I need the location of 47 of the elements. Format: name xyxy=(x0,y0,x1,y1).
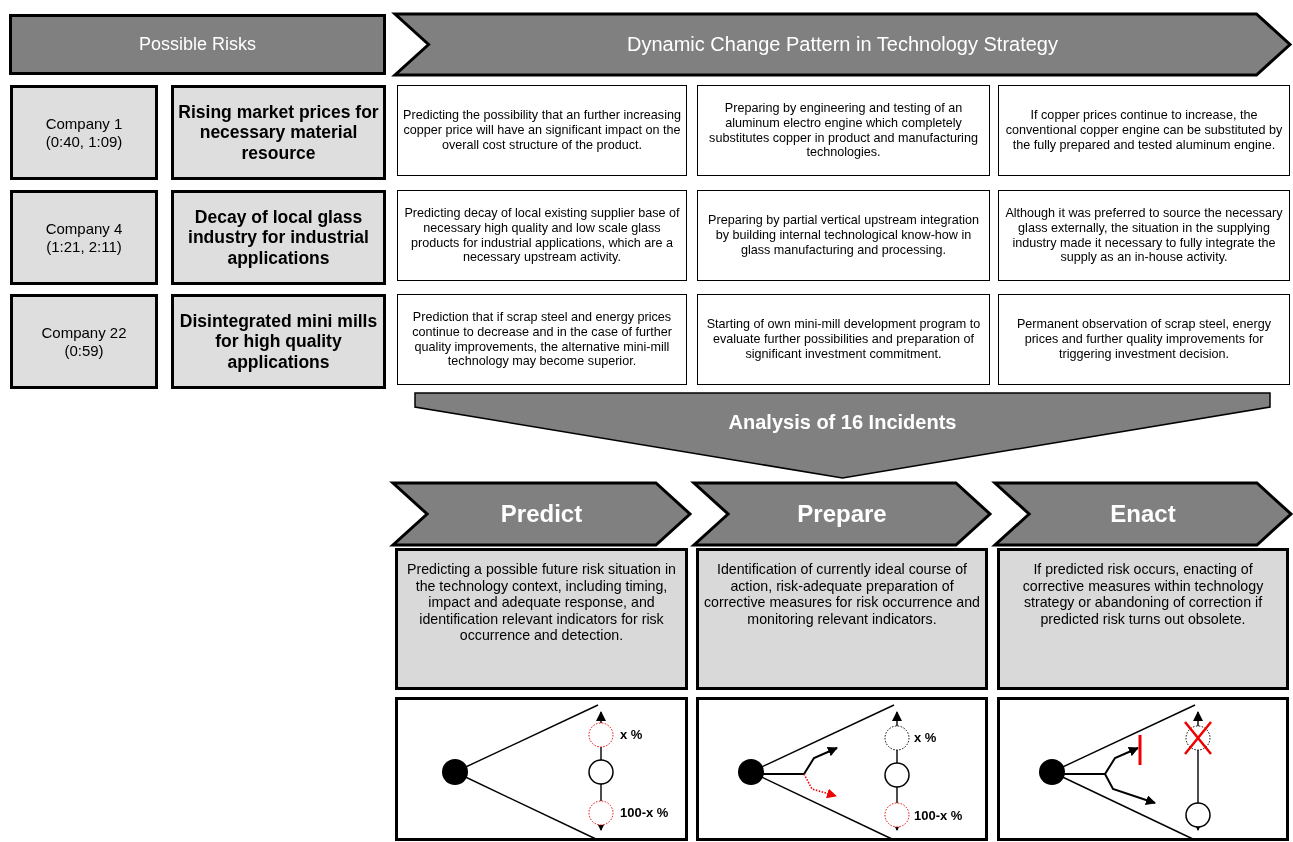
text-cell xyxy=(397,190,687,281)
header-text: Possible Risks xyxy=(138,33,256,55)
cell-text: Preparing by engineering and testing of an aluminum electro engine which completely substitutes copper in product and manufacturing technologies. xyxy=(708,101,979,160)
text-cell xyxy=(697,85,990,176)
text-cell xyxy=(998,190,1290,281)
cell-text: If copper prices continue to increase, the conventional copper engine can be substituted by the fully prepared and tested aluminum engine. xyxy=(1004,108,1284,153)
cell-text: Predicting the possibility that an further increasing copper price will have an significant impact on the overall cost structure of the product. xyxy=(402,108,682,153)
text-cell xyxy=(697,190,990,281)
cell-text: Predicting decay of local existing supplier base of necessary high quality and low scale glass products for industrial applications, which are a necessary upstream activity. xyxy=(403,206,681,265)
cell-text: Starting of own mini-mill development program to evaluate further possibilities and preparation of significant investment commitment. xyxy=(705,317,982,362)
funnel-label: Analysis of 16 Incidents xyxy=(728,411,957,435)
company-label: Company 4 (1:21, 2:11) xyxy=(44,219,124,256)
probability-label: 100-x % xyxy=(620,805,669,820)
probability-label: x % xyxy=(914,730,937,745)
phase-description-box xyxy=(997,548,1289,690)
phase-description: Identification of currently ideal course of action, risk-adequate preparation of corrective measures for risk occurrence and monitoring relevant indicators. xyxy=(703,561,981,628)
cell-text: Prediction that if scrap steel and energy prices continue to decrease and in the case of further quality improvements, the alternative mini-mill technology may become superior. xyxy=(411,310,673,369)
probability-label: x % xyxy=(620,727,643,742)
company-box xyxy=(10,85,158,180)
probability-label: 100-x % xyxy=(914,808,963,823)
risk-box xyxy=(171,85,386,180)
phase-description-box xyxy=(696,548,988,690)
cell-text: Although it was preferred to source the necessary glass externally, the situation in the supplying industry made it necessary to fully integrate the supply as an in-house activity. xyxy=(1004,206,1284,265)
cell-text: Preparing by partial vertical upstream integration by building internal technological know-how in glass manufacturing and processing. xyxy=(707,213,980,258)
scenario-panel xyxy=(395,697,688,841)
funnel-arrow xyxy=(415,393,1270,478)
risk-box xyxy=(171,294,386,389)
cell-text: Permanent observation of scrap steel, energy prices and further quality improvements for triggering investment decision. xyxy=(1015,317,1273,362)
text-cell xyxy=(697,294,990,385)
risk-title: Disintegrated mini mills for high quality applications xyxy=(178,310,379,373)
risk-box xyxy=(171,190,386,285)
phase-description: Predicting a possible future risk situation in the technology context, including timing, impact and adequate response, and identification relevant indicators for risk occurrence and detection. xyxy=(406,561,677,645)
risk-title: Rising market prices for necessary material resource xyxy=(177,101,380,164)
header-box xyxy=(9,14,386,75)
text-cell xyxy=(998,85,1290,176)
text-cell xyxy=(397,294,687,385)
risk-title: Decay of local glass industry for industrial applications xyxy=(187,206,370,269)
scenario-panel xyxy=(997,697,1289,841)
phase-description: If predicted risk occurs, enacting of corrective measures within technology strategy or abandoning of correction if predicted risk turns out obsolete. xyxy=(1021,561,1265,628)
company-label: Company 1 (0:40, 1:09) xyxy=(44,114,124,151)
company-box xyxy=(10,294,158,389)
company-label: Company 22 (0:59) xyxy=(40,323,128,360)
scenario-panel xyxy=(696,697,988,841)
company-box xyxy=(10,190,158,285)
text-cell xyxy=(998,294,1290,385)
phase-description-box xyxy=(395,548,688,690)
text-cell xyxy=(397,85,687,176)
